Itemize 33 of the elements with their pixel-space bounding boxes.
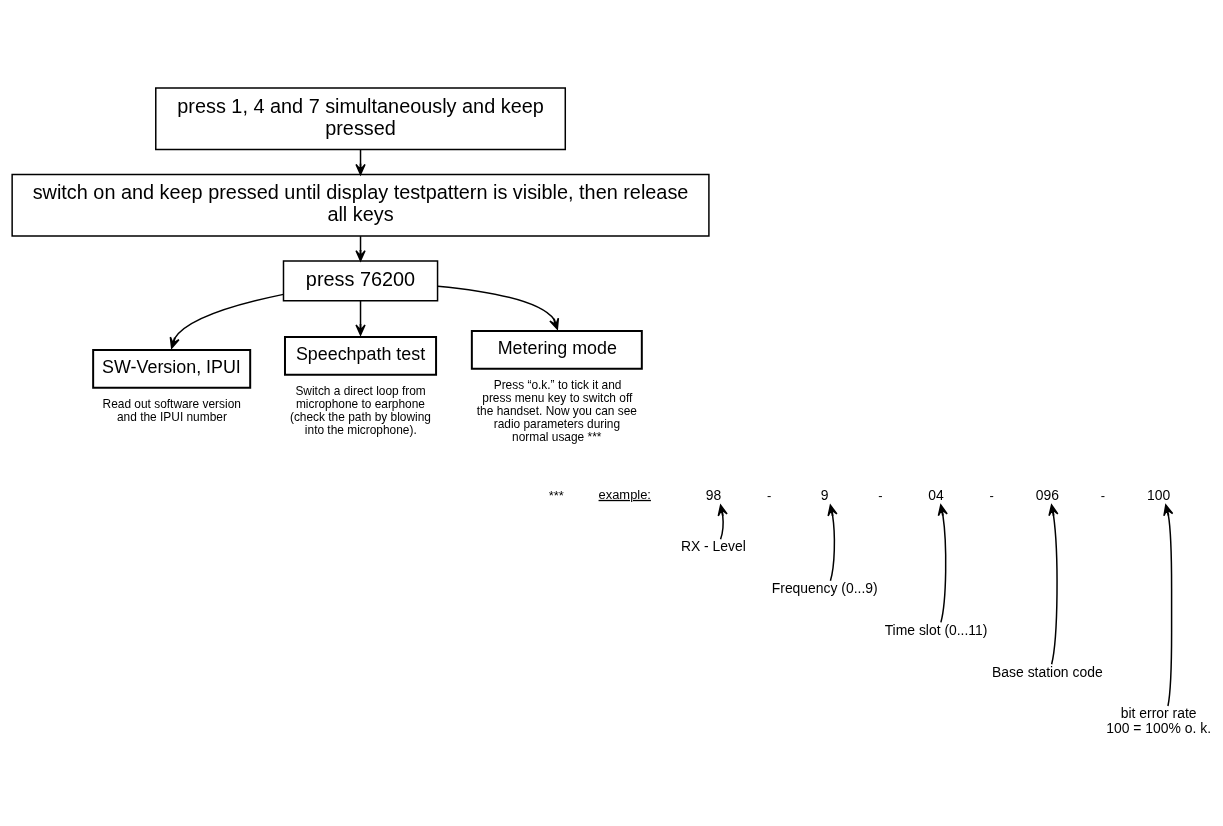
label: -	[766, 487, 772, 503]
arrow	[827, 504, 838, 582]
node-text: RX - Level	[680, 538, 746, 555]
node-box: press 1, 4 and 7 simultaneously and keep pressed	[155, 87, 567, 151]
node-text: 98	[705, 487, 722, 504]
label: -	[878, 487, 883, 503]
label: ***	[548, 487, 564, 503]
node-label: Press “o.k.” to tick it and press menu key to switch off the handset. Now you can see radio parameters during normal usage ***	[476, 378, 638, 444]
arrow	[169, 293, 285, 349]
arrow	[355, 300, 366, 336]
node-box: Speechpath test	[284, 335, 438, 376]
node-text: Time slot (0...11)	[884, 621, 988, 638]
node-text: Frequency (0...9)	[771, 580, 878, 597]
node-text: 100	[1147, 487, 1171, 504]
arrow	[1048, 504, 1059, 665]
node-box: SW-Version, IPUI	[92, 348, 252, 389]
label: example:	[598, 486, 651, 502]
node-text: 04	[928, 487, 944, 504]
label: -	[1100, 487, 1106, 503]
label: -	[989, 487, 994, 503]
node-box: press 76200	[282, 260, 439, 302]
node-text: 9	[820, 487, 829, 504]
node-text: bit error rate 100 = 100% o. k.	[1106, 705, 1212, 737]
arrow	[437, 285, 560, 330]
arrow	[937, 504, 948, 624]
node-box: switch on and keep pressed until display testpattern is visible, then release all keys	[11, 173, 710, 237]
node-label: Read out software version and the IPUI number	[102, 397, 241, 425]
node-text: Base station code	[992, 663, 1103, 680]
node-label: Switch a direct loop from microphone to earphone (check the path by blowing into the microphone).	[289, 384, 431, 437]
arrow	[1163, 504, 1174, 707]
node-text: 096	[1035, 487, 1059, 504]
arrow	[717, 504, 728, 540]
node-box: Metering mode	[470, 330, 643, 370]
